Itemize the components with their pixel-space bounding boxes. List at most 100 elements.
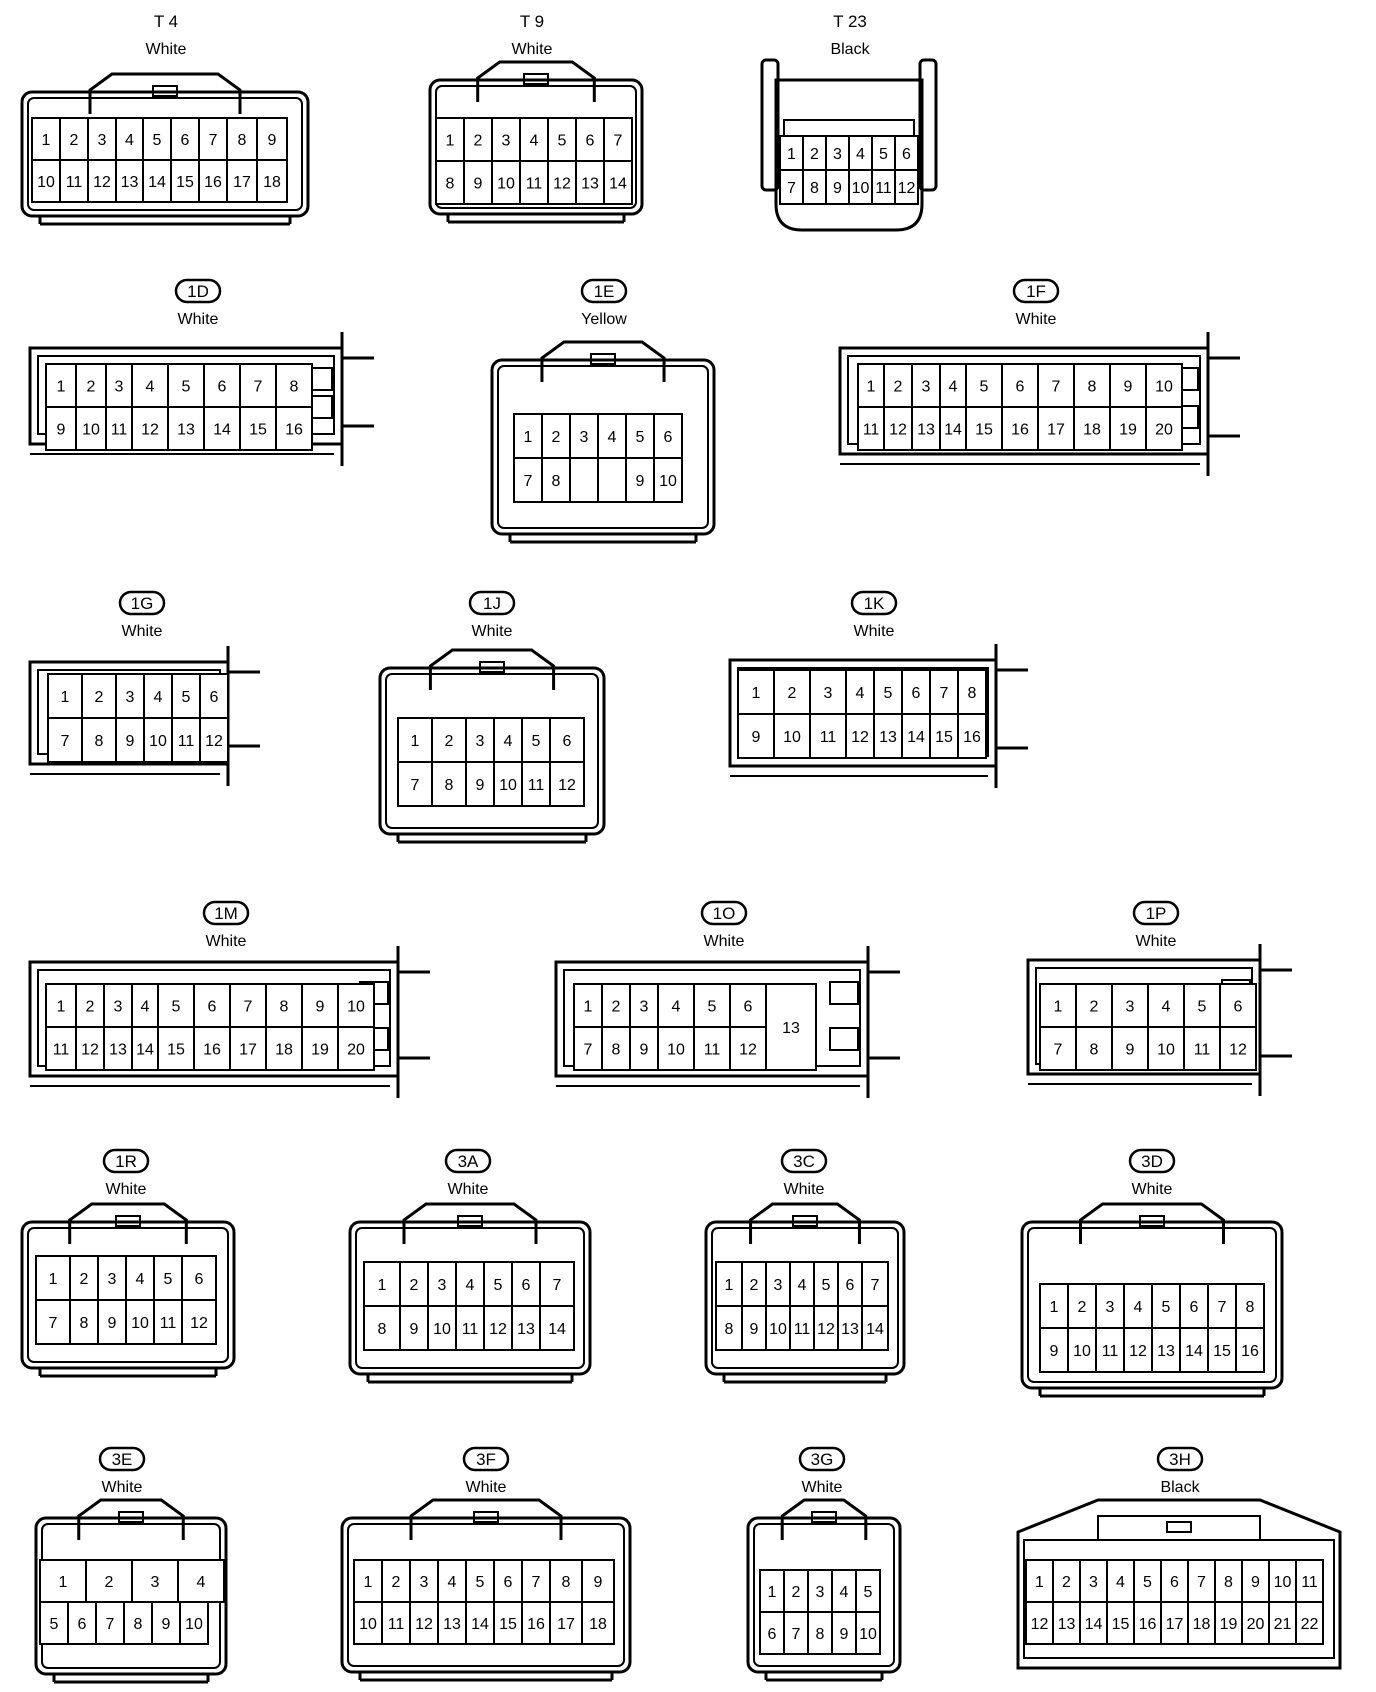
pin-number: 11	[528, 777, 545, 794]
pin-number: 2	[474, 133, 483, 150]
connector-id: T 23	[833, 12, 867, 31]
connector-housing-color: White	[1016, 311, 1057, 328]
pin-number: 6	[586, 133, 595, 150]
pin-number: 2	[87, 379, 96, 396]
pin-cavity	[431, 761, 467, 807]
pin-number: 11	[863, 422, 880, 439]
pin-number: 9	[162, 1616, 171, 1633]
pin-cavity	[381, 1559, 411, 1603]
pin-cavity	[491, 160, 521, 205]
pin-cavity	[837, 1305, 863, 1351]
pin-cavity	[142, 159, 172, 203]
connector-housing-color: White	[472, 623, 513, 640]
connector-id-badge	[850, 590, 898, 616]
pin-cavity	[1207, 1283, 1237, 1329]
pin-number: 11	[462, 1321, 479, 1338]
pin-cavity	[1235, 1327, 1265, 1373]
pin-cavity	[1147, 983, 1185, 1028]
pin-cavity	[437, 1559, 467, 1603]
pin-number: 8	[1246, 1299, 1255, 1316]
pin-number: 8	[134, 1616, 143, 1633]
pin-number: 15	[975, 422, 993, 439]
pin-number: 4	[146, 379, 155, 396]
pin-number: 12	[93, 174, 111, 191]
pin-number: 4	[448, 1574, 457, 1591]
pin-number: 1	[1054, 999, 1063, 1016]
connector-id: 3D	[1141, 1152, 1163, 1171]
pin-number: 7	[553, 1277, 562, 1294]
blank-cavity	[569, 457, 599, 503]
pin-number: 14	[1085, 1616, 1103, 1633]
connector-housing-color: White	[206, 933, 247, 950]
connector-housing-color: White	[106, 1181, 147, 1198]
pin-number: 3	[438, 1277, 447, 1294]
pin-number: 6	[912, 685, 921, 702]
connector-housing-color: White	[448, 1181, 489, 1198]
pin-number: 7	[254, 379, 263, 396]
pin-cavity	[603, 117, 633, 162]
pin-number: 14	[609, 176, 627, 193]
pin-number: 7	[1054, 1042, 1063, 1059]
pin-cavity	[765, 1261, 791, 1307]
pin-number: 9	[636, 473, 645, 490]
pin-number: 3	[502, 133, 511, 150]
pin-number: 10	[497, 176, 515, 193]
connector-id-badge	[1012, 278, 1060, 304]
pin-number: 11	[794, 1321, 811, 1338]
pin-number: 14	[866, 1321, 884, 1338]
pin-cavity	[1075, 1026, 1113, 1071]
pin-cavity	[45, 1026, 77, 1071]
pin-number: 5	[164, 1271, 173, 1288]
connector-housing-color: White	[704, 933, 745, 950]
pin-number: 11	[178, 733, 195, 750]
pin-number: 3	[115, 379, 124, 396]
pin-number: 9	[750, 1321, 759, 1338]
pin-cavity	[1145, 406, 1183, 451]
pin-cavity	[226, 117, 258, 161]
pin-cavity	[47, 717, 83, 763]
pin-cavity	[115, 717, 145, 763]
connector-id: T 4	[154, 12, 178, 31]
connector-housing-color: Black	[1160, 1479, 1200, 1496]
pin-number: 7	[1197, 1574, 1206, 1591]
pin-number: 11	[820, 729, 837, 746]
pin-number: 21	[1274, 1616, 1292, 1633]
pin-cavity	[729, 983, 767, 1028]
pin-number: 8	[445, 777, 454, 794]
pin-cavity	[123, 1601, 153, 1645]
pin-cavity	[759, 1611, 785, 1655]
pin-cavity	[143, 673, 173, 719]
pin-number: 6	[181, 132, 190, 149]
pin-number: 9	[268, 132, 277, 149]
pin-number: 4	[154, 689, 163, 706]
connector-id: 3C	[793, 1152, 815, 1171]
pin-cavity	[397, 717, 433, 763]
connector-id-badge	[444, 1148, 492, 1174]
pin-number: 2	[552, 429, 561, 446]
pin-number: 1	[49, 1271, 58, 1288]
pin-number: 11	[704, 1042, 721, 1059]
pin-number: 4	[1116, 1574, 1125, 1591]
connector-id: 3H	[1169, 1450, 1191, 1469]
connector-housing	[704, 1202, 906, 1384]
pin-number: 7	[787, 180, 796, 197]
connector-housing-color: White	[146, 41, 187, 58]
pin-cavity	[39, 1601, 69, 1645]
pin-number: 15	[499, 1616, 517, 1633]
connector-housing-color: White	[854, 623, 895, 640]
pin-number: 2	[894, 379, 903, 396]
connector-id-badge	[462, 1446, 510, 1472]
pin-number: 9	[752, 729, 761, 746]
pin-number: 8	[816, 1626, 825, 1643]
pin-number: 12	[889, 422, 907, 439]
connector-id: 1J	[483, 594, 501, 613]
pin-cavity	[547, 117, 577, 162]
pin-number: 18	[275, 1042, 293, 1059]
pin-cavity	[861, 1261, 889, 1307]
pin-number: 7	[61, 733, 70, 750]
pin-number: 16	[963, 729, 981, 746]
